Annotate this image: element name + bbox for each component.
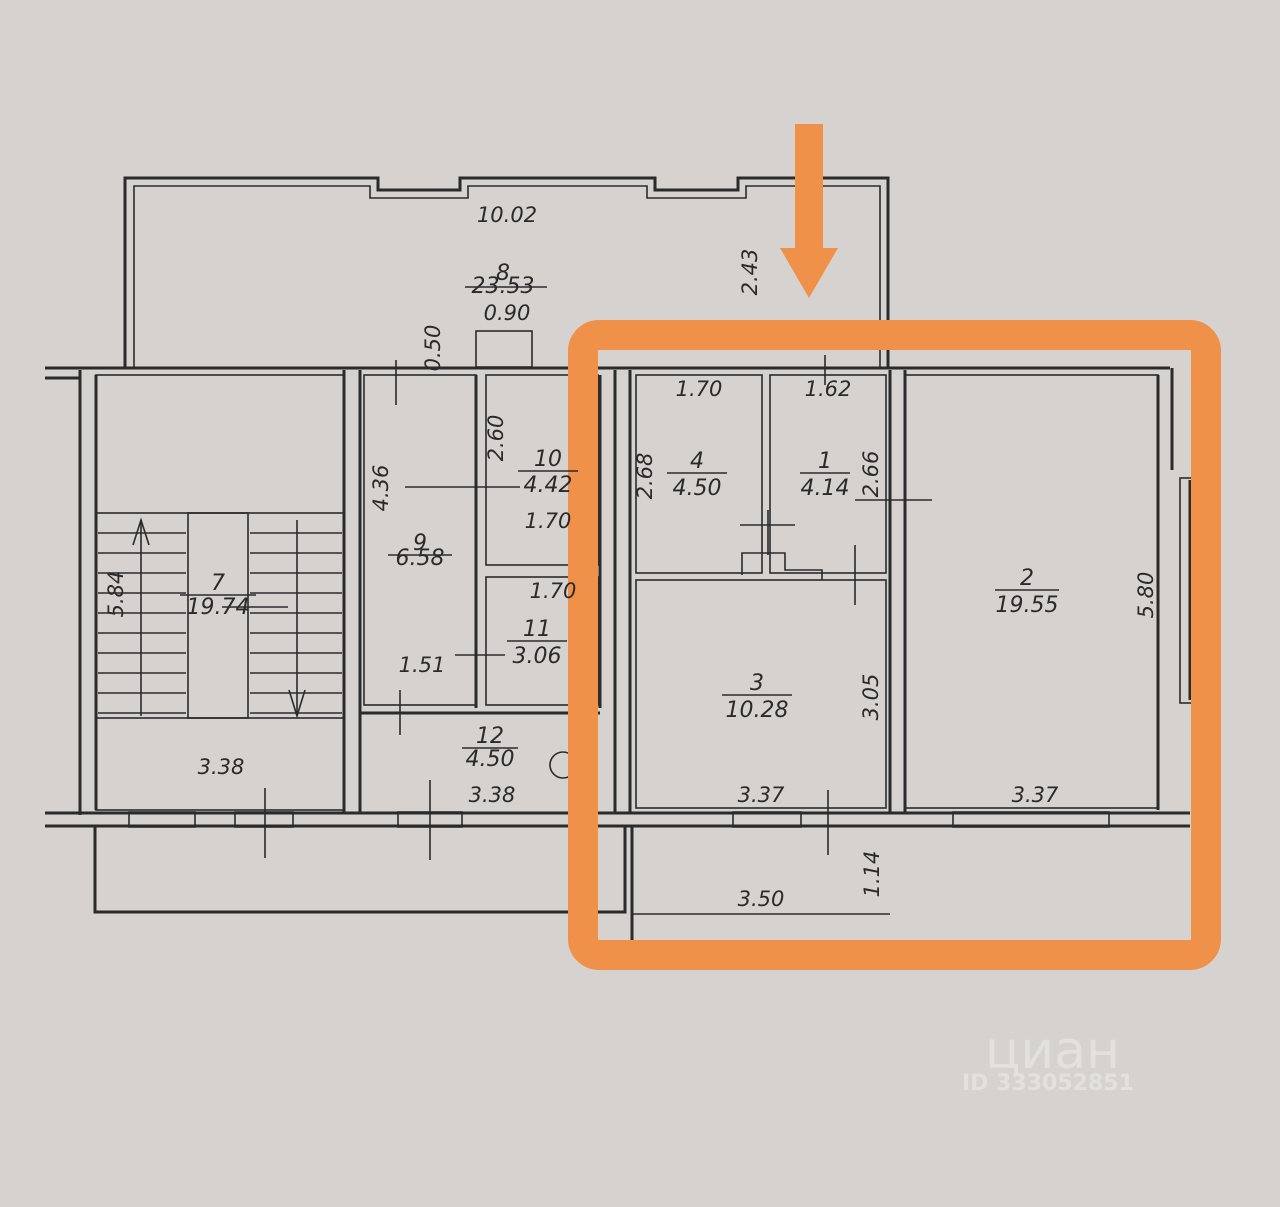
room-3-number: 3 (750, 671, 764, 696)
room-8-area: 23.53 (472, 274, 535, 299)
dimension-label: 2.60 (484, 415, 508, 462)
room-10-area: 4.42 (524, 473, 573, 498)
dimension-label: 3.38 (198, 755, 245, 779)
room-4-area: 4.50 (673, 476, 722, 501)
dimension-label: 2.68 (633, 453, 657, 500)
dimension-label: 3.37 (1012, 783, 1059, 807)
dimension-label: 2.66 (859, 451, 883, 498)
dimension-label: 5.80 (1134, 572, 1158, 619)
dimension-label: 1.51 (399, 653, 446, 677)
room-3-area: 10.28 (726, 698, 789, 723)
dimension-label: 3.05 (859, 674, 883, 721)
dimension-label: 2.43 (738, 249, 762, 296)
room-10-number: 10 (534, 447, 562, 472)
room-2-area: 19.55 (996, 593, 1059, 618)
room-9-area: 6.58 (396, 546, 445, 571)
watermark-brand: циан (985, 1021, 1120, 1081)
room-9-number: 9 (413, 531, 427, 556)
watermark: циан ID 333052851 (962, 1021, 1134, 1096)
dimension-label: 4.36 (369, 465, 393, 512)
room-labels: 8 23.53 (465, 261, 547, 299)
svg-text:8: 8 (496, 261, 510, 286)
dimension-label: 5.84 (104, 571, 128, 618)
room-11-area: 3.06 (513, 644, 562, 669)
dimension-label: 1.14 (860, 851, 884, 898)
dimension-label: 1.70 (525, 509, 572, 533)
dimension-label: 10.02 (477, 203, 537, 227)
text-labels: 14.14219.55310.2844.50719.7496.58104.421… (104, 203, 1158, 911)
dimension-ticks (222, 355, 932, 860)
room-11-number: 11 (523, 617, 551, 642)
dimension-label: 0.90 (484, 301, 531, 325)
dimension-label: 1.70 (676, 377, 723, 401)
room-7-area: 19.74 (187, 595, 250, 620)
arrow-down-icon (780, 124, 838, 298)
dimension-label: 3.38 (469, 783, 516, 807)
lower-balconies (93, 826, 890, 940)
watermark-id: ID 333052851 (962, 1071, 1134, 1096)
stairs (95, 512, 345, 719)
interior-walls (95, 370, 1159, 813)
room-4-number: 4 (690, 449, 704, 474)
room-7-number: 7 (211, 571, 225, 596)
room-1-area: 4.14 (801, 476, 850, 501)
room-1-number: 1 (818, 449, 832, 474)
room-2-number: 2 (1020, 566, 1034, 591)
dimension-label: 3.50 (738, 887, 785, 911)
room-12-area: 4.50 (466, 747, 515, 772)
dimension-label: 1.70 (530, 579, 577, 603)
dimension-label: 1.62 (805, 377, 852, 401)
dimension-label: 0.50 (421, 325, 445, 372)
highlight-frame (568, 320, 1221, 970)
room-12-number: 12 (476, 724, 504, 749)
room-8-label: 8 23.53 (465, 261, 547, 299)
dimension-label: 3.37 (738, 783, 785, 807)
